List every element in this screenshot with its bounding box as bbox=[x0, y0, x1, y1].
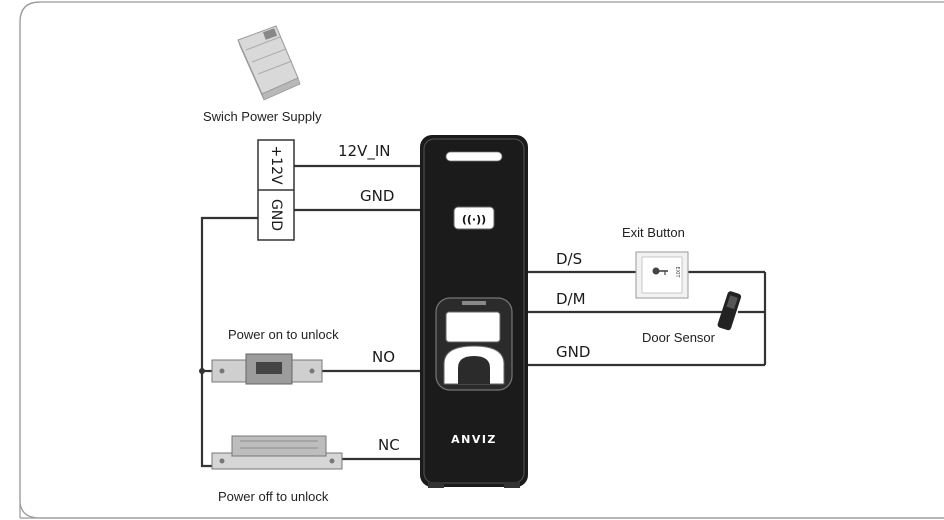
wire-label-gnd-left: GND bbox=[360, 187, 395, 205]
exit-button-device: EXIT bbox=[635, 251, 689, 299]
junction-dot bbox=[199, 368, 205, 374]
wire-label-nc: NC bbox=[378, 436, 400, 454]
electric-bolt-lock bbox=[211, 435, 343, 470]
wire-label-no: NO bbox=[372, 348, 396, 366]
exit-plate-text: EXIT bbox=[674, 266, 680, 278]
wire-label-gnd-right: GND bbox=[556, 343, 591, 361]
device-brand-logo: ANVIZ bbox=[451, 433, 497, 446]
fingerprint-sensor bbox=[435, 297, 513, 391]
power-supply-icon bbox=[237, 25, 301, 101]
wires-left bbox=[200, 164, 420, 468]
diagram-frame-left bbox=[19, 1, 944, 519]
wire-gnd-bus bbox=[200, 216, 258, 468]
door-sensor-label: Door Sensor bbox=[642, 330, 715, 345]
exit-button-label: Exit Button bbox=[622, 225, 685, 240]
rfid-icon: ((·)) bbox=[462, 213, 486, 226]
wire-label-12v-in: 12V_IN bbox=[338, 142, 391, 160]
terminal-label-12v: +12V bbox=[268, 145, 284, 185]
wire-label-dm: D/M bbox=[556, 290, 586, 308]
electric-strike-lock bbox=[211, 353, 323, 385]
wire-label-ds: D/S bbox=[556, 250, 583, 268]
lock-power-on-label: Power on to unlock bbox=[228, 327, 339, 342]
power-supply-label: Swich Power Supply bbox=[203, 109, 322, 124]
terminal-block bbox=[257, 139, 295, 241]
terminal-label-gnd: GND bbox=[268, 199, 284, 231]
door-sensor-device bbox=[717, 291, 742, 331]
wires-right bbox=[528, 270, 767, 367]
access-control-device: ((·)) ANVIZ bbox=[420, 135, 528, 488]
lock-power-off-label: Power off to unlock bbox=[218, 489, 329, 504]
